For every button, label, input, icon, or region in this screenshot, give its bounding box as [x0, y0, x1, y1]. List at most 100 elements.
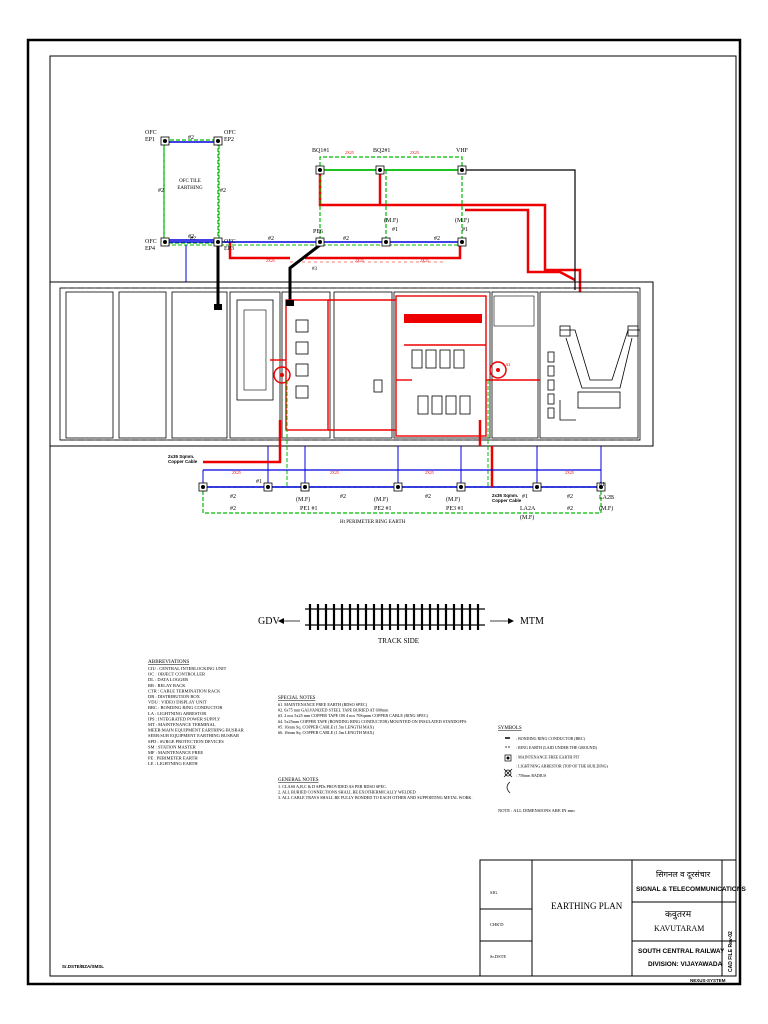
note-line: CIU : CENTRAL INTERLOCKING UNIT: [148, 666, 227, 671]
svg-text:#1: #1: [522, 494, 528, 500]
inner-border: [49, 55, 737, 977]
symbols-legend: SYMBOLS : BONDING RING CONDUCTOR (BRC): …: [498, 726, 609, 813]
svg-text:2X25: 2X25: [266, 258, 275, 263]
right-code: NEXUS-SYSTEM: [690, 978, 726, 983]
note-line: MT : MAINTENANCE TERMINAL: [148, 722, 216, 727]
earth-pit-pe2: (M.F) PE2 #1: [374, 482, 403, 512]
note-line: BRC : BONDING RING CONDUCTOR: [148, 705, 222, 710]
lightning-arrestor-la1: [273, 366, 291, 384]
svg-text:2X25: 2X25: [565, 470, 574, 475]
dept-hindi: सिगनल व दूरसंचार: [656, 869, 711, 880]
bonding-ring-conductor: [270, 295, 540, 437]
note-line: VDU : VIDEO DISPLAY UNIT: [148, 700, 207, 705]
svg-text:2X25: 2X25: [330, 470, 339, 475]
svg-text:LA2: LA2: [503, 362, 510, 367]
svg-text:#2: #2: [343, 236, 349, 242]
svg-text:#2: #2: [158, 188, 164, 194]
svg-text:GENERAL NOTES: GENERAL NOTES: [278, 778, 319, 783]
svg-text:(M.F): (M.F): [384, 217, 398, 224]
svg-text:#1: #1: [392, 227, 398, 233]
note-line: IPS : INTEGRATED POWER SUPPLY: [148, 716, 221, 721]
title-block: [479, 859, 737, 977]
ofc-tile-earthing: #2 #2 #2 #2: [158, 135, 226, 244]
svg-text:2X25: 2X25: [425, 470, 434, 475]
note-line: 2. ALL BURIED CONNECTIONS SHALL BE EXOTH…: [278, 790, 416, 795]
note-line: SM : STATION MASTER: [148, 744, 196, 749]
note-line: #4. 5x25mm COPPER TAPE (BONDING RING CON…: [278, 719, 467, 724]
note-line: : RING EARTH (LAID UNDER THE GROUND): [516, 745, 597, 750]
note-line: DL : DATA LOGGER: [148, 677, 188, 682]
svg-text:(M.F): (M.F): [446, 496, 460, 503]
note-line: #5. 16mm Sq. COPPER CABLE (1.5m LENGTH M…: [278, 724, 375, 729]
earth-pit-pe6: PE6: [313, 229, 325, 247]
note-line: #6. 16mm Sq. COPPER CABLE (1.5m LENGTH M…: [278, 730, 375, 735]
svg-text:BQ1#1: BQ1#1: [312, 148, 329, 154]
svg-text:#2: #2: [188, 135, 194, 141]
svg-text:2X25: 2X25: [232, 470, 241, 475]
earth-pit-bottom-1: [198, 482, 208, 492]
note-line: OC : OBJECT CONTROLLER: [148, 672, 205, 677]
svg-text:LA2A: LA2A: [520, 506, 536, 512]
left-code: Sr.DSTE/BZA/SMSL: [62, 964, 104, 969]
earth-pit-pe3: (M.F) PE3 #1: [446, 482, 466, 512]
svg-text:(M.F): (M.F): [520, 514, 534, 521]
side-code: CAD FILE Rev-02: [728, 931, 734, 972]
station-hindi: कवुतरम: [665, 909, 692, 920]
svg-text:#2: #2: [567, 494, 573, 500]
svg-text:#2: #2: [268, 236, 274, 242]
svg-text:#2: #2: [567, 506, 573, 512]
division-name: DIVISION: VIJAYAWADA: [648, 961, 723, 968]
svg-text:#2: #2: [425, 494, 431, 500]
svg-text:(M.F): (M.F): [374, 496, 388, 503]
svg-text:VHF: VHF: [456, 148, 469, 154]
special-notes-block: SPECIAL NOTES #1. MAINTENANCE FREE EARTH…: [278, 696, 467, 735]
note-line: MF : MAINTENANCE FREE: [148, 750, 203, 755]
earth-pit-pe1: (M.F) PE1 #1: [296, 482, 318, 512]
vhf-ring-earth: [319, 156, 576, 290]
svg-text:LA2B: LA2B: [599, 495, 614, 501]
cable-label-right: 2x35 Sqmm.Copper Cable: [492, 493, 522, 503]
earth-pit-mf-2: (M.F) #1: [455, 217, 469, 247]
note-line: : MAINTENANCE FREE EARTH PIT: [516, 754, 580, 759]
note-line: #3. 2 nos 5x25 mm COPPER TAPE OR 4 nos 7…: [278, 713, 429, 718]
note-line: 3. ALL CABLE TRAYS SHALL BE FULLY BONDED…: [278, 795, 473, 800]
title-block-chkd: CHK'D: [490, 922, 504, 927]
note-line: DB : DISTRIBUTION BOX: [148, 694, 201, 699]
earth-pit-mf-1: (M.F) #1: [381, 217, 398, 247]
svg-text:(M.F): (M.F): [599, 505, 613, 512]
note-line: CTR : CABLE TERMINATION RACK: [148, 688, 221, 693]
main-equipment-earth-busbar: [404, 314, 482, 323]
svg-text:SYMBOLS: SYMBOLS: [498, 726, 522, 731]
earth-pit-bottom-2: #1: [256, 479, 273, 492]
track-side-label: TRACK SIDE: [378, 637, 419, 645]
earth-pit-bq1: BQ1#1: [312, 148, 329, 175]
svg-text:SPECIAL NOTES: SPECIAL NOTES: [278, 696, 316, 701]
svg-text:#2: #2: [340, 494, 346, 500]
svg-text:2X25: 2X25: [355, 258, 364, 263]
earth-pit-la2b: #1 LA2B (M.F): [596, 482, 614, 512]
svg-text:PE3 #1: PE3 #1: [446, 506, 464, 512]
svg-text:NOTE : ALL DIMENSIONS ARE IN m: NOTE : ALL DIMENSIONS ARE IN mm: [498, 808, 575, 813]
track-side-indicator: [278, 604, 514, 630]
station-master-desk: [559, 325, 640, 421]
abbreviations-block: ABBREVIATIONS CIU : CENTRAL INTERLOCKING…: [148, 659, 244, 766]
svg-text:ABBREVIATIONS: ABBREVIATIONS: [148, 659, 189, 665]
direction-mtm: MTM: [520, 616, 544, 627]
outer-border: [26, 38, 742, 986]
building-outline: [49, 281, 654, 447]
svg-text:2X25: 2X25: [345, 150, 354, 155]
note-line: #1. MAINTENANCE FREE EARTH (RDSO SPEC): [278, 702, 368, 707]
svg-text:#3: #3: [312, 267, 318, 272]
svg-text:2X25: 2X25: [420, 258, 429, 263]
note-line: #2. 6x75 mm GALVANIZED STEEL TAPE BURIED…: [278, 708, 389, 713]
general-notes-block: GENERAL NOTES 1. CLASS A,B,C & D SPDs PR…: [278, 778, 473, 800]
note-line: : 750mm RADIUS: [516, 773, 546, 778]
drawing-title: EARTHING PLAN: [551, 901, 623, 911]
